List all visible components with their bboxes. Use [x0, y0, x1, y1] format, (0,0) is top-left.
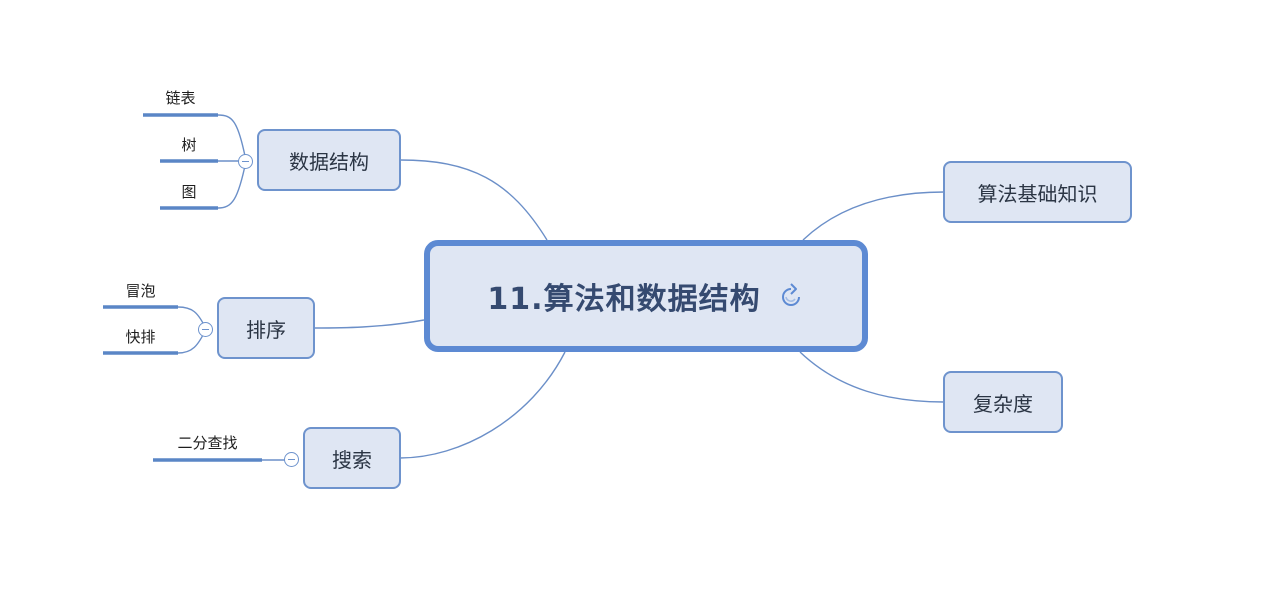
branch-algorithm-basics-label: 算法基础知识 — [977, 181, 1098, 206]
connector-algorithm-basics — [802, 191, 945, 241]
leaf-binary-search[interactable]: 二分查找 — [177, 434, 238, 452]
branch-data-structures-label: 数据结构 — [289, 149, 369, 174]
leaf-linked-list[interactable]: 链表 — [165, 89, 196, 107]
branch-search[interactable]: 搜索 — [303, 427, 401, 489]
connector-leaf-graph — [217, 160, 247, 209]
connector-leaf-linked-list — [217, 114, 247, 162]
central-topic[interactable]: 11.算法和数据结构 — [424, 240, 868, 352]
branch-complexity[interactable]: 复杂度 — [943, 371, 1063, 433]
leaf-bubble-sort[interactable]: 冒泡 — [125, 282, 156, 300]
connector-complexity — [799, 351, 945, 403]
collapse-toggle-data-structures[interactable] — [238, 154, 253, 169]
branch-algorithm-basics[interactable]: 算法基础知识 — [943, 161, 1132, 223]
connector-sorting — [314, 319, 425, 329]
branch-complexity-label: 复杂度 — [973, 391, 1033, 416]
connector-data-structures — [399, 159, 548, 241]
branch-sorting-label: 排序 — [246, 317, 286, 342]
branch-search-label: 搜索 — [332, 447, 372, 472]
refresh-icon[interactable] — [777, 282, 805, 310]
leaf-graph[interactable]: 图 — [181, 183, 197, 201]
collapse-toggle-search[interactable] — [284, 452, 299, 467]
branch-data-structures[interactable]: 数据结构 — [257, 129, 401, 191]
connector-search — [399, 351, 566, 459]
central-topic-label: 11.算法和数据结构 — [487, 282, 761, 317]
leaf-quick-sort[interactable]: 快排 — [125, 328, 156, 346]
collapse-toggle-sorting[interactable] — [198, 322, 213, 337]
leaf-tree[interactable]: 树 — [181, 136, 197, 154]
branch-sorting[interactable]: 排序 — [217, 297, 315, 359]
